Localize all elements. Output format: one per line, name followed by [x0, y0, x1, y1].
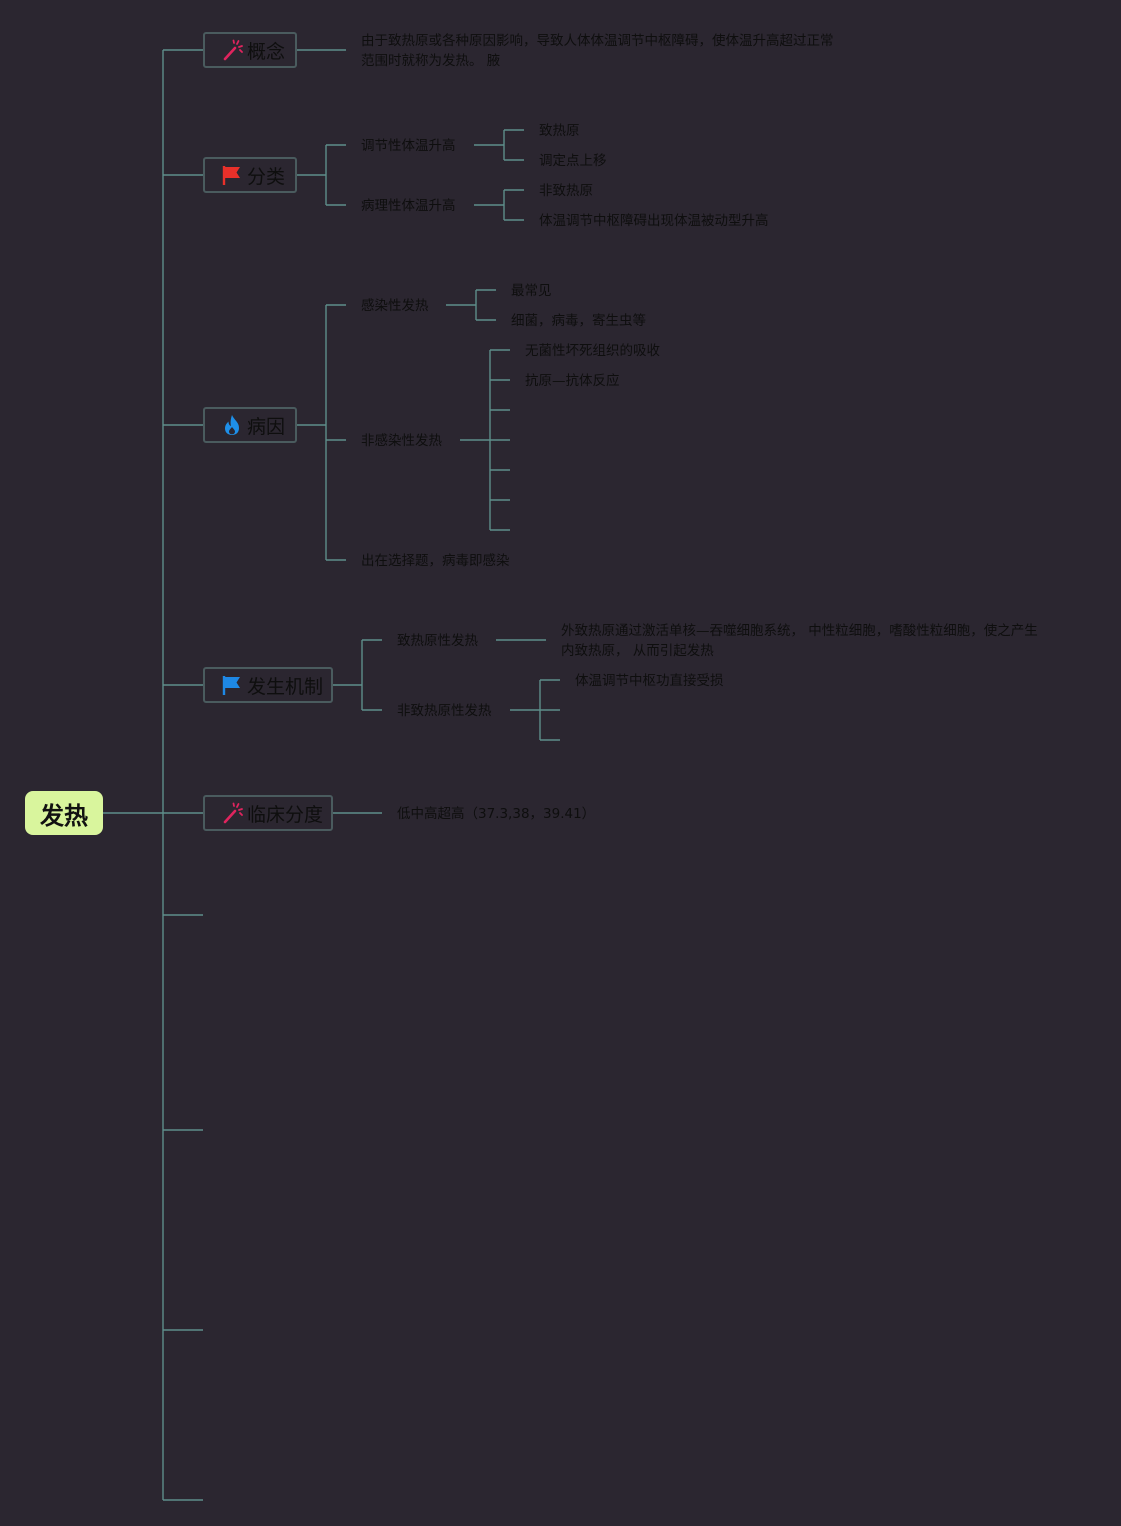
red-flag-icon	[222, 166, 240, 185]
nonpyrogenic-child-1: 体温调节中枢功直接受损	[575, 673, 724, 689]
topic-mechanism-label: 发生机制	[247, 675, 324, 698]
infectious-fever: 感染性发热	[361, 298, 429, 314]
pathological-fever: 病理性体温升高	[361, 198, 456, 214]
topic-grading[interactable]: 临床分度	[203, 795, 333, 831]
infectious-child-2: 细菌，病毒，寄生虫等	[511, 313, 646, 329]
pathological-child-1: 非致热原	[539, 183, 593, 199]
noninfectious-fever: 非感染性发热	[361, 433, 442, 449]
blue-flag-icon	[222, 676, 240, 695]
root-label: 发热	[40, 801, 88, 830]
cause-note: 出在选择题，病毒即感染	[361, 553, 510, 569]
root-node[interactable]: 发热	[25, 791, 103, 835]
topic-classification-label: 分类	[247, 165, 286, 188]
nonpyrogenic-fever: 非致热原性发热	[397, 703, 492, 719]
pyrogenic-fever: 致热原性发热	[397, 633, 478, 649]
noninfectious-child-2: 抗原—抗体反应	[525, 373, 620, 389]
pyrogenic-text-line2: 内致热原， 从而引起发热	[561, 643, 714, 659]
topic-grading-label: 临床分度	[247, 803, 324, 826]
grading-text: 低中高超高（37.3,38，39.41）	[397, 806, 596, 822]
infectious-child-1: 最常见	[511, 283, 552, 299]
regulated-fever: 调节性体温升高	[361, 138, 456, 154]
topic-cause-label: 病因	[247, 415, 286, 438]
regulated-child-2: 调定点上移	[539, 153, 607, 169]
topic-mechanism[interactable]: 发生机制	[203, 667, 333, 703]
pyrogenic-text-line1: 外致热原通过激活单核—吞噬细胞系统， 中性粒细胞，嗜酸性粒细胞，使之产生	[561, 623, 1038, 639]
topic-classification[interactable]: 分类	[203, 157, 297, 193]
flame-icon	[225, 415, 239, 435]
topic-concept-label: 概念	[247, 40, 286, 63]
fireworks-icon	[223, 39, 243, 61]
topic-concept[interactable]: 概念	[203, 32, 297, 68]
regulated-child-1: 致热原	[539, 123, 580, 139]
topic-cause[interactable]: 病因	[203, 407, 297, 443]
concept-definition-line2: 范围时就称为发热。 腋	[361, 53, 501, 69]
fireworks-icon	[223, 802, 243, 824]
pathological-child-2: 体温调节中枢障碍出现体温被动型升高	[539, 213, 769, 229]
concept-definition-line1: 由于致热原或各种原因影响，导致人体体温调节中枢障碍，使体温升高超过正常	[361, 33, 834, 49]
noninfectious-child-1: 无菌性坏死组织的吸收	[525, 343, 660, 359]
